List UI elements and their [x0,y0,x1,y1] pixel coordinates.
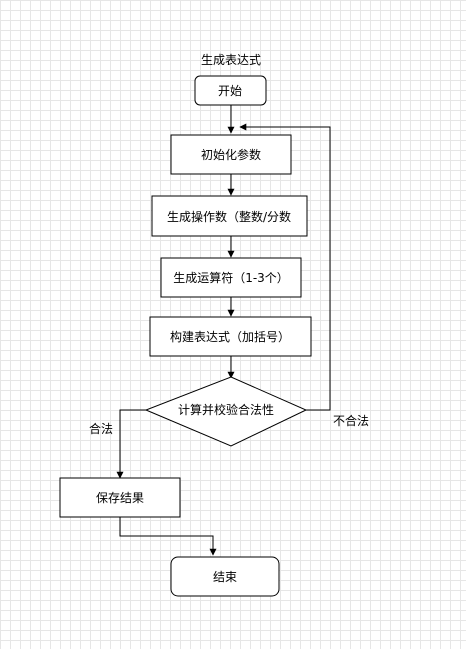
node-gen-operands [151,195,308,237]
node-end-label: 结束 [213,570,237,584]
node-build-expr-label: 构建表达式（加括号） [170,329,290,344]
edge-save-to-end [119,517,217,556]
flowchart-edges [116,105,331,556]
edge-check-to-init-loop [239,123,331,411]
node-save [59,477,181,518]
node-build-expr [149,316,312,357]
diagram-title: 生成表达式 [201,53,261,67]
edge-label-valid: 合法 [89,421,113,436]
node-check-decision [144,376,308,447]
node-gen-operators [160,257,302,298]
node-save-label: 保存结果 [96,491,144,505]
edge-label-invalid: 不合法 [333,413,369,428]
node-gen-operands-label: 生成操作数（整数/分数 [167,209,291,224]
node-gen-operators-label: 生成运算符（1-3个） [173,270,289,285]
node-init-params-label: 初始化参数 [201,147,261,162]
node-check-label: 计算并校验合法性 [178,402,274,417]
edge-check-to-save [116,409,146,479]
node-start [194,75,267,106]
node-init-params [170,134,292,175]
node-start-label: 开始 [218,84,242,98]
node-end [170,556,280,597]
